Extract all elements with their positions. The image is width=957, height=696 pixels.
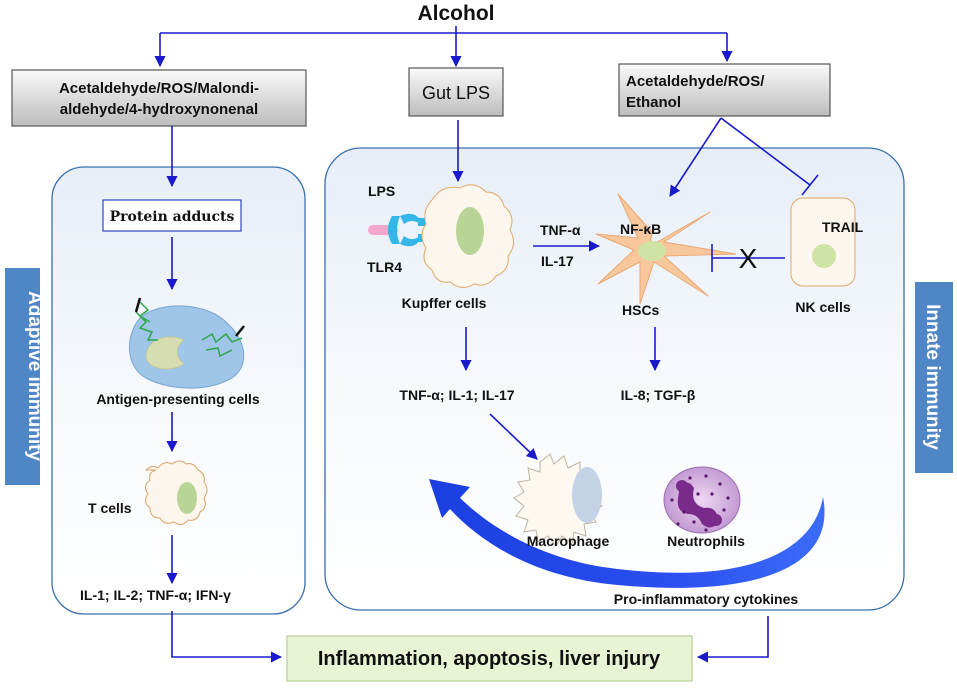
arrow-cytokines-to-macrophage xyxy=(489,413,538,460)
arrow-right-to-hsc xyxy=(669,117,722,197)
t-cells-label: T cells xyxy=(88,500,132,516)
tnf-alpha-label: TNF-α xyxy=(540,222,581,238)
outcome-box: Inflammation, apoptosis, liver injury xyxy=(286,635,693,682)
kupffer-label: Kupffer cells xyxy=(402,295,487,311)
input-right-line2: Ethanol xyxy=(626,94,681,111)
protein-adducts-label: Protein adducts xyxy=(110,209,235,225)
arrows-into-outcome xyxy=(171,611,769,663)
input-box-middle: Gut LPS xyxy=(408,67,504,117)
hscs-label: HSCs xyxy=(622,302,660,318)
pro-inflammatory-curved-arrow xyxy=(429,479,825,588)
x-mark: X xyxy=(739,243,758,274)
nk-cell-icon xyxy=(790,197,856,287)
alcohol-distribution-arrows xyxy=(154,26,733,68)
apc-label: Antigen-presenting cells xyxy=(96,391,260,407)
nk-cells-label: NK cells xyxy=(795,299,850,315)
input-box-right: Acetaldehyde/ROS/ Ethanol xyxy=(618,63,831,117)
lps-label: LPS xyxy=(368,183,395,199)
tlr4-label: TLR4 xyxy=(367,259,402,275)
input-right-line1: Acetaldehyde/ROS/ xyxy=(626,73,765,90)
title-alcohol: Alcohol xyxy=(418,2,495,25)
pro-inflammatory-label: Pro-inflammatory cytokines xyxy=(614,591,799,607)
innate-immunity-label: Innate immunity xyxy=(922,304,943,450)
hsc-cytokines-label: IL-8; TGF-β xyxy=(621,387,696,403)
neutrophil-cell-icon xyxy=(663,466,741,534)
nfkb-label: NF-κB xyxy=(620,221,661,237)
macrophage-cell-icon xyxy=(513,453,603,547)
apc-cell-icon xyxy=(128,297,245,389)
input-box-left: Acetaldehyde/ROS/Malondi- aldehyde/4-hyd… xyxy=(11,69,307,127)
il17-label: IL-17 xyxy=(541,253,574,269)
input-left-line2: aldehyde/4-hydroxynonenal xyxy=(60,101,258,118)
input-left-line1: Acetaldehyde/ROS/Malondi- xyxy=(59,80,259,97)
adaptive-cytokines-label: IL-1; IL-2; TNF-α; IFN-γ xyxy=(80,587,231,603)
adaptive-panel xyxy=(51,166,306,615)
adaptive-immunity-label: Adaptive immunity xyxy=(24,291,45,461)
kupffer-cell-icon xyxy=(421,184,514,288)
inhibit-nk-to-hsc xyxy=(711,244,785,272)
inhibit-right-to-nk xyxy=(720,117,819,196)
macrophage-label: Macrophage xyxy=(527,533,610,549)
kupffer-cytokines-label: TNF-α; IL-1; IL-17 xyxy=(399,387,514,403)
outcome-label: Inflammation, apoptosis, liver injury xyxy=(318,648,661,670)
adaptive-side-label: Adaptive immunity xyxy=(5,268,45,485)
neutrophils-label: Neutrophils xyxy=(667,533,745,549)
input-gut-lps: Gut LPS xyxy=(422,83,490,103)
protein-adducts-box: Protein adducts xyxy=(102,199,242,232)
t-cell-icon xyxy=(144,460,208,526)
hsc-cell-icon xyxy=(595,193,737,305)
innate-side-label: Innate immunity xyxy=(915,282,953,473)
trail-label: TRAIL xyxy=(822,219,864,235)
